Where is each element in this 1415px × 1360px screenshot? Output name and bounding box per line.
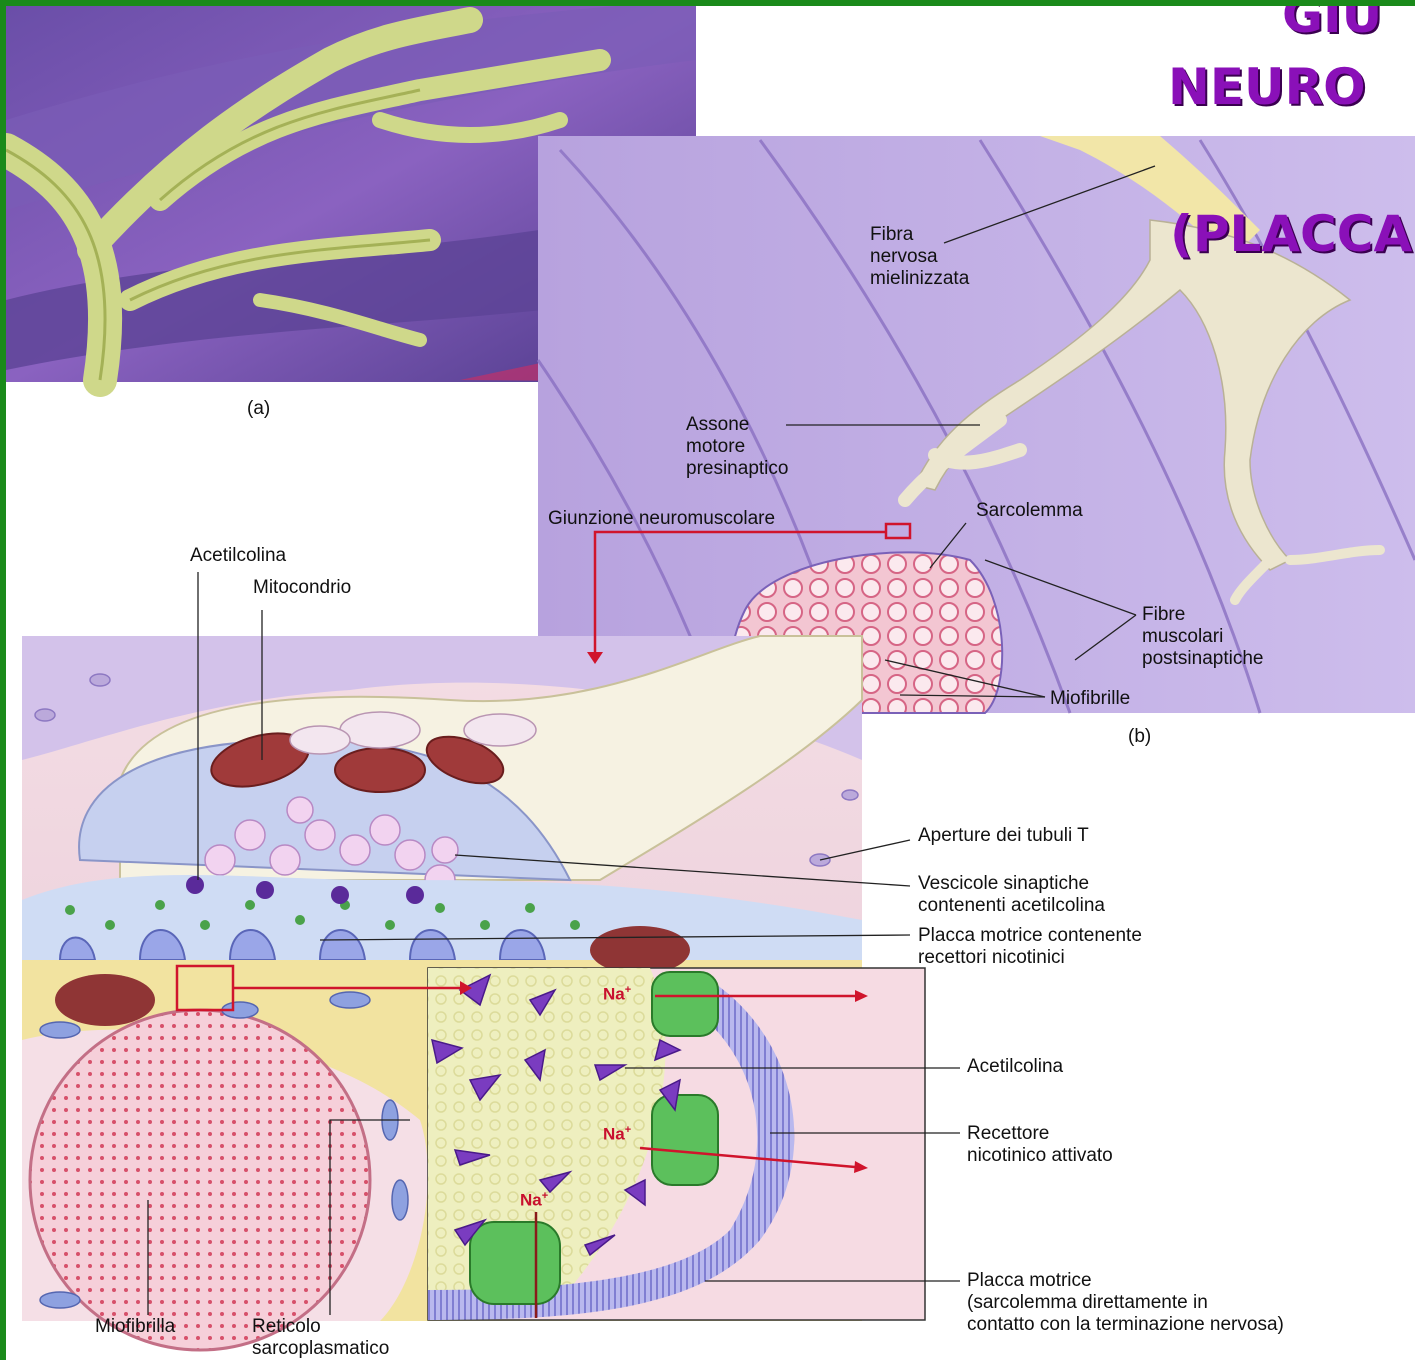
label-placca-recettori: Placca motrice contenente recettori nico…: [918, 925, 1142, 969]
panel-a-caption: (a): [247, 398, 270, 420]
label-placca-sarcolemma: Placca motrice (sarcolemma direttamente …: [967, 1270, 1284, 1336]
label-miofibrille: Miofibrille: [1050, 688, 1130, 710]
label-sarcolemma: Sarcolemma: [976, 500, 1083, 522]
label-reticolo: Reticolo sarcoplasmatico: [252, 1316, 389, 1360]
label-vescicole: Vescicole sinaptiche contenenti acetilco…: [918, 873, 1105, 917]
label-aperture-tubuli: Aperture dei tubuli T: [918, 825, 1089, 847]
slide-title-line2: NEURO: [1168, 58, 1366, 116]
label-acetilcolina: Acetilcolina: [967, 1056, 1063, 1078]
sodium-ion-label: Na+: [520, 1190, 548, 1211]
label-mitocondrio: Mitocondrio: [253, 577, 351, 599]
label-acetilcolina-top: Acetilcolina: [190, 545, 286, 567]
receptor-inset: [428, 968, 925, 1320]
label-miofibrilla: Miofibrilla: [95, 1316, 175, 1338]
sodium-ion-label: Na+: [603, 1124, 631, 1145]
sodium-ion-label: Na+: [603, 984, 631, 1005]
panel-b-caption: (b): [1128, 726, 1151, 748]
label-assone-motore: Assone motore presinaptico: [686, 414, 788, 480]
slide-title-line1: GIU: [1282, 0, 1382, 44]
label-giunzione: Giunzione neuromuscolare: [548, 508, 775, 530]
label-fibre-muscolari: Fibre muscolari postsinaptiche: [1142, 604, 1263, 670]
label-recettore: Recettore nicotinico attivato: [967, 1123, 1113, 1167]
slide-title-line3: (PLACCA: [1170, 205, 1412, 263]
label-fibra-nervosa: Fibra nervosa mielinizzata: [870, 224, 969, 290]
